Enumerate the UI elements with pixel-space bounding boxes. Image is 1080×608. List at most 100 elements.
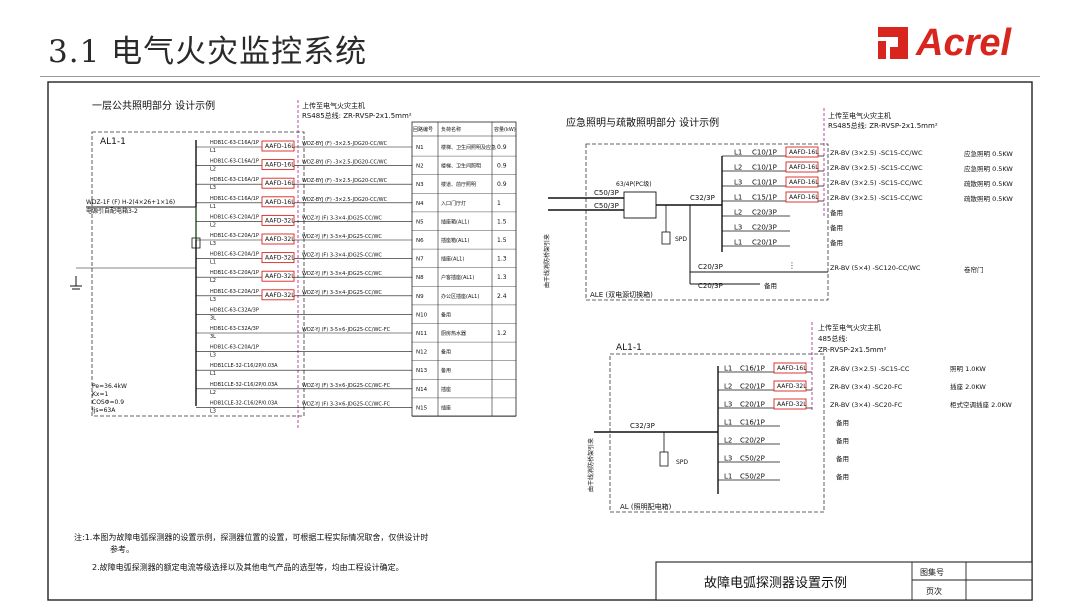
rb-row-load: 柜式空调插座 2.0KW (950, 400, 1012, 409)
rt-heading: 应急照明与疏散照明部分 设计示例 (566, 116, 719, 129)
left-row-breaker: HDB1CLE-32-C16/2P/0.03A (210, 363, 278, 369)
rt-main-breaker: C32/3P (690, 194, 715, 202)
rt-row-device-box (785, 161, 819, 173)
rb-row-cable: 备用 (836, 418, 849, 427)
right-bottom-panel: 上传至电气火灾主机 485总线: ZR-RVSP-2x1.5mm² AL1-1 … (587, 322, 1012, 513)
rb-upper-label: 上传至电气火灾主机 (818, 323, 881, 332)
left-row-phase: L3 (210, 353, 216, 359)
left-row-id: N4 (416, 201, 424, 207)
rt-row-cable: 备用 (830, 238, 843, 247)
left-panel: 一层公共照明部分 设计示例 上传至电气火灾主机 RS485总线: ZR-RVSP… (70, 99, 517, 430)
table-header-load: 负荷名称 (441, 126, 461, 133)
rb-row-breaker: C20/1P (740, 383, 765, 391)
rb-box-label: AL1-1 (616, 343, 642, 353)
left-box-label: AL1-1 (100, 137, 126, 147)
rt-row-device-box (785, 176, 819, 188)
rt-row-phase: L1 (734, 149, 742, 157)
left-row-phase: 3L (210, 334, 216, 340)
left-row-breaker: HDB1CLE-32-C16/2P/0.03A (210, 400, 278, 406)
left-row-phase: L2 (210, 167, 216, 173)
rt-spd-symbol (661, 231, 671, 245)
left-row-breaker: HDB1C-63-C16A/1P (210, 177, 259, 183)
rt-row-breaker: C20/1P (752, 239, 777, 247)
left-row-id: N9 (416, 294, 424, 300)
left-row-device: AAFD-16L (265, 180, 295, 187)
rb-row-device-box (773, 398, 807, 410)
left-row-id: N6 (416, 238, 424, 244)
left-row-id: N11 (416, 331, 427, 337)
rb-row-cable: 备用 (836, 436, 849, 445)
left-row-device-box (261, 196, 295, 208)
left-row-kw: 2.4 (497, 293, 507, 300)
left-upper-label: 上传至电气火灾主机 (302, 101, 365, 110)
left-row-device-box (261, 159, 295, 171)
title-block: 故障电弧探测器设置示例 图集号 页次 (655, 561, 1033, 601)
left-row-load: 厨房热水器 (441, 330, 466, 337)
rt-extra-a-load: 卷帘门 (964, 265, 984, 274)
left-param-kx: Kx=1 (92, 391, 109, 398)
rb-row-breaker: C20/1P (740, 401, 765, 409)
rt-row-phase: L3 (734, 179, 742, 187)
left-row-kw: 0.9 (497, 163, 507, 170)
rb-main-breaker: C32/3P (630, 422, 655, 430)
left-row-breaker: HDB1C-63-C20A/1P (210, 345, 259, 351)
left-row-load: 备用 (441, 311, 451, 318)
left-row-kw: 1.2 (497, 330, 507, 337)
rb-row-cable: ZR-BV (3×4) -SC20-FC (830, 383, 903, 391)
left-row-breaker: HDB1C-63-C20A/1P (210, 252, 259, 258)
left-incoming-source: 电源引自配电箱3-2 (86, 207, 138, 215)
rt-extra-b-cable: 备用 (764, 281, 777, 290)
rb-row-device: AAFD-32L (777, 383, 807, 390)
rt-row-breaker: C20/3P (752, 224, 777, 232)
left-row-id: N1 (416, 145, 424, 151)
left-row-id: N12 (416, 350, 427, 356)
left-row-cable: WDZ-YJ (F) 3-3×4-JDG25-CC/WC (302, 271, 382, 277)
left-row-device: AAFD-32L (265, 255, 295, 262)
left-row-id: N5 (416, 219, 424, 225)
rb-row-phase: L1 (724, 419, 732, 427)
left-row-load: 楼梯、卫生间照明及应急 (441, 144, 496, 151)
rb-bus-label-1: 485总线: (818, 334, 848, 343)
left-row-id: N3 (416, 182, 424, 188)
left-row-cable: WDZ-BYJ (F) -3×2.5-JDG20-CC/WC (302, 141, 388, 147)
left-row-breaker: HDB1C-63-C16A/1P (210, 140, 259, 146)
rt-ats-label: 63/4P(PC级) (616, 180, 652, 188)
left-row-cable: WDZ-YJ (F) 3-3×4-JDG25-CC/WC (302, 215, 382, 221)
rt-row-phase: L2 (734, 209, 742, 217)
left-row-load: 办公区插座(AL1) (441, 293, 479, 300)
rt-ellipsis: ⋮ (788, 261, 796, 270)
note-line-2: 2.故障电弧探测器的额定电流等级选择以及其他电气产品的选型等，均由工程设计确定。 (92, 562, 404, 572)
rt-row-load: 疏散照明 0.5KW (964, 179, 1013, 188)
acrel-logo-text: Acrel (916, 22, 1012, 64)
rt-row-device: AAFD-16L (789, 179, 819, 186)
rb-box-outline (609, 353, 825, 513)
rt-side-label: 由干线消防桥架引来 (543, 234, 551, 288)
rb-bus-label-2: ZR-RVSP-2x1.5mm² (818, 346, 887, 354)
left-row-device-box (261, 270, 295, 282)
rt-row-load: 应急照明 0.5KW (964, 164, 1013, 173)
rt-row-phase: L3 (734, 224, 742, 232)
rb-row-breaker: C16/1P (740, 419, 765, 427)
header-rule (40, 76, 1040, 77)
left-row-breaker: HDB1C-63-C32A/3P (210, 326, 259, 332)
rt-extra-a-cable: ZR-BV (5×4) -SC120-CC/WC (830, 264, 921, 272)
left-row-load: 楼道、前厅照明 (441, 181, 476, 188)
left-row-device-box (261, 177, 295, 189)
left-row-device: AAFD-32L (265, 236, 295, 243)
table-header-kw: 容量(kW) (494, 126, 516, 133)
left-row-phase: L1 (210, 371, 216, 377)
left-row-breaker: HDB1CLE-32-C16/2P/0.03A (210, 382, 278, 388)
left-row-phase: L1 (210, 148, 216, 154)
left-box-outline (91, 131, 305, 417)
rb-row-breaker: C20/2P (740, 437, 765, 445)
left-row-kw: 1.3 (497, 274, 507, 281)
rb-row-breaker: C50/2P (740, 455, 765, 463)
page-title: 3.1 电气火灾监控系统 (48, 34, 368, 70)
left-row-kw: 0.9 (497, 144, 507, 151)
left-heading: 一层公共照明部分 设计示例 (92, 99, 215, 112)
rt-incoming-a: C50/3P (594, 189, 619, 197)
left-row-phase: L1 (210, 260, 216, 266)
left-row-load: 插座 (441, 386, 451, 393)
left-row-id: N7 (416, 257, 424, 263)
rt-row-cable: ZR-BV (3×2.5) -SC15-CC/WC (830, 179, 923, 187)
